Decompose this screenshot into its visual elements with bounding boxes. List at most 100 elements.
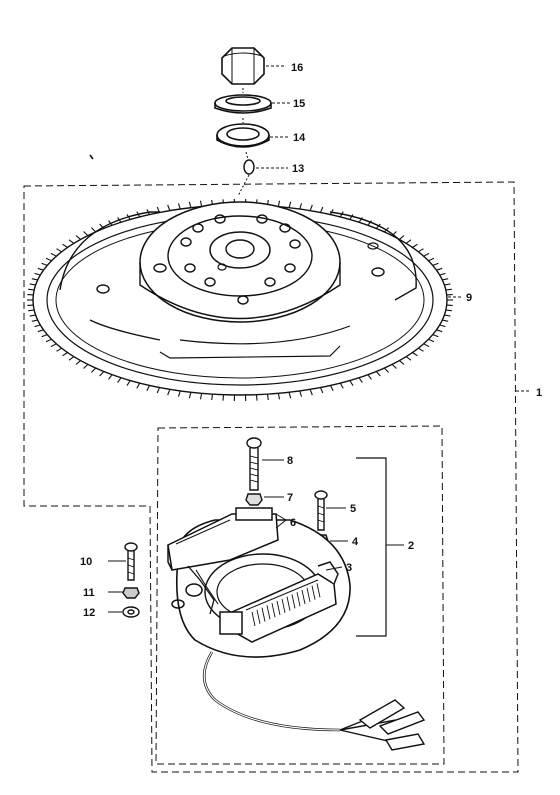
gear-tooth: [56, 248, 62, 253]
gear-tooth: [199, 200, 203, 207]
callout-7: 7: [287, 492, 293, 504]
coil-winding-line: [311, 585, 316, 600]
gear-tooth: [288, 201, 292, 208]
gear-tooth: [423, 343, 430, 348]
gear-tooth: [156, 387, 161, 394]
gear-tooth: [277, 393, 281, 400]
gear-tooth: [288, 392, 292, 399]
gear-tooth: [309, 389, 313, 396]
callout-10: 10: [80, 556, 92, 568]
gear-tooth: [266, 394, 269, 401]
gear-tooth: [418, 248, 424, 253]
gear-tooth: [428, 338, 435, 343]
gear-tooth: [50, 343, 57, 348]
gear-tooth: [31, 278, 38, 281]
gear-tooth: [399, 235, 405, 240]
gear-tooth: [83, 231, 89, 237]
gear-tooth: [405, 356, 412, 361]
coil-winding-line: [281, 598, 286, 613]
gear-tooth: [75, 360, 81, 365]
gear-tooth: [62, 243, 68, 248]
leader-lines: [108, 65, 530, 613]
gear-tooth: [34, 324, 41, 328]
coil-winding-line: [306, 587, 311, 602]
gear-tooth: [319, 387, 324, 394]
callout-16: 16: [291, 62, 303, 74]
gear-tooth: [29, 314, 36, 317]
gear-tooth: [309, 204, 313, 211]
gear-tooth: [442, 278, 449, 281]
gear-tooth: [126, 380, 131, 386]
gear-tooth: [349, 214, 354, 220]
callout-3: 3: [346, 562, 352, 574]
gear-tooth: [68, 356, 75, 361]
gear-tooth: [117, 377, 122, 383]
callout-1: 1: [536, 387, 542, 399]
coil-winding-line: [296, 592, 301, 607]
callout-11: 11: [83, 587, 95, 599]
gear-tooth: [83, 363, 89, 369]
gear-tooth: [439, 324, 446, 328]
gear-tooth: [375, 371, 381, 377]
bolt-part-8: [246, 437, 262, 491]
washer-part-12: [122, 606, 140, 618]
gear-tooth: [222, 394, 225, 401]
stator-assembly-boundary: [155, 425, 445, 765]
coil-winding-line: [291, 594, 296, 609]
gear-tooth: [188, 392, 192, 399]
coil-winding-line: [276, 600, 281, 616]
gear-tooth: [330, 385, 334, 392]
gear-tooth: [367, 220, 372, 226]
gear-tooth: [146, 385, 150, 392]
gear-tooth: [444, 283, 451, 286]
gear-tooth: [367, 374, 372, 380]
coil-winding-line: [271, 603, 276, 618]
gear-tooth: [349, 380, 354, 386]
gear-tooth: [177, 390, 181, 397]
washer-part-14: [216, 123, 270, 148]
callout-15: 15: [293, 98, 305, 110]
gear-tooth: [405, 239, 412, 244]
gear-tooth: [37, 329, 44, 333]
washer-part-15: [214, 94, 272, 114]
gear-tooth: [41, 262, 48, 266]
gear-tooth: [37, 267, 44, 271]
assembly-boundary: [23, 181, 519, 773]
coil-winding-line: [251, 611, 256, 627]
gear-tooth: [358, 377, 363, 383]
coil-winding-line: [286, 596, 291, 611]
gear-tooth: [339, 382, 344, 389]
gear-tooth: [177, 203, 181, 210]
gear-tooth: [136, 382, 141, 389]
coil-winding-line: [316, 583, 321, 598]
gear-tooth: [211, 394, 214, 401]
gear-tooth: [299, 390, 303, 397]
gear-tooth: [108, 374, 113, 380]
gear-tooth: [91, 227, 96, 233]
gear-tooth: [75, 235, 81, 240]
pulser-coil-part-6: [167, 507, 279, 615]
gear-tooth: [445, 309, 452, 312]
callout-6: 6: [290, 517, 296, 529]
gear-tooth: [436, 267, 443, 271]
washer-part-7: [245, 493, 263, 506]
coil-winding-line: [256, 609, 261, 624]
gear-tooth: [50, 252, 57, 257]
gear-tooth: [444, 314, 451, 317]
gear-tooth: [412, 352, 418, 357]
gear-tooth: [391, 363, 397, 369]
gear-tooth: [188, 201, 192, 208]
gear-tooth: [432, 334, 439, 338]
gear-tooth: [399, 360, 405, 365]
gear-tooth: [45, 257, 52, 262]
nut-part-16: [221, 47, 265, 85]
callout-13: 13: [292, 163, 304, 175]
gear-tooth: [423, 252, 430, 257]
gear-tooth: [299, 203, 303, 210]
gear-tooth: [199, 393, 203, 400]
gear-tooth: [45, 338, 52, 343]
coil-winding-line: [301, 589, 306, 605]
gear-tooth: [31, 319, 38, 322]
gear-tooth: [358, 217, 363, 223]
